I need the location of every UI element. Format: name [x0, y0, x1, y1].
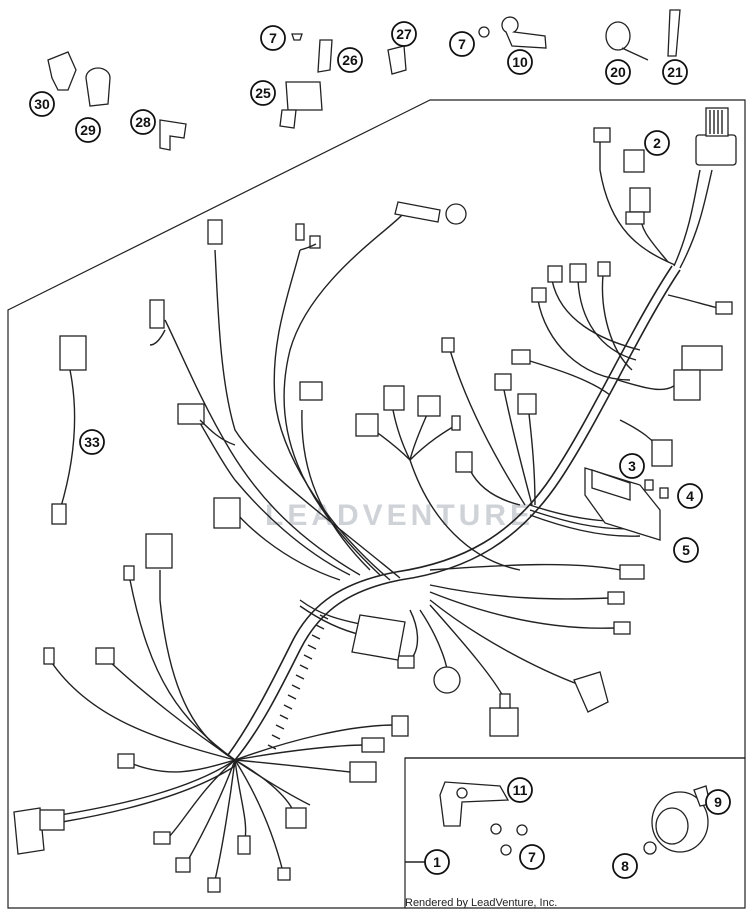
callout-27[interactable]: 27: [391, 21, 417, 47]
svg-text:29: 29: [80, 122, 96, 138]
loose-parts: [47, 9, 681, 151]
svg-text:26: 26: [342, 52, 358, 68]
callout-30[interactable]: 30: [29, 91, 55, 117]
svg-text:9: 9: [714, 794, 722, 810]
main-frame: [7, 99, 746, 909]
svg-text:28: 28: [135, 114, 151, 130]
inset-frame: [405, 757, 746, 909]
svg-text:7: 7: [528, 849, 536, 865]
svg-text:7: 7: [269, 30, 277, 46]
watermark-text: LEADVENTURE: [265, 499, 534, 532]
svg-text:27: 27: [396, 26, 412, 42]
svg-text:2: 2: [653, 135, 661, 151]
svg-text:4: 4: [686, 488, 694, 504]
callout-3[interactable]: 3: [619, 453, 645, 479]
wiring-harness: [13, 107, 737, 893]
svg-text:33: 33: [84, 434, 100, 450]
svg-text:25: 25: [255, 85, 271, 101]
svg-text:11: 11: [513, 782, 528, 798]
svg-text:10: 10: [512, 54, 528, 70]
callout-25[interactable]: 25: [250, 80, 276, 106]
callout-2[interactable]: 2: [644, 130, 670, 156]
callout-21[interactable]: 21: [662, 59, 688, 85]
svg-text:1: 1: [433, 854, 441, 870]
callout-7-top-center[interactable]: 7: [449, 31, 475, 57]
callout-4[interactable]: 4: [677, 483, 703, 509]
callout-26[interactable]: 26: [337, 47, 363, 73]
callout-1[interactable]: 1: [405, 849, 450, 875]
callout-33[interactable]: 33: [79, 429, 105, 455]
credit-text: Rendered by LeadVenture, Inc.: [405, 897, 557, 909]
svg-text:5: 5: [682, 542, 690, 558]
svg-text:30: 30: [34, 96, 50, 112]
inset-parts: [439, 781, 711, 856]
callout-8[interactable]: 8: [612, 853, 638, 879]
callout-20[interactable]: 20: [605, 59, 631, 85]
svg-text:3: 3: [628, 458, 636, 474]
callout-29[interactable]: 29: [75, 117, 101, 143]
callout-10[interactable]: 10: [507, 49, 533, 75]
svg-text:7: 7: [458, 36, 466, 52]
svg-text:21: 21: [667, 64, 683, 80]
callout-9[interactable]: 9: [705, 789, 731, 815]
callout-11[interactable]: 11: [507, 777, 533, 803]
svg-text:8: 8: [621, 858, 629, 874]
callout-7-inset[interactable]: 7: [519, 844, 545, 870]
callout-7-top-left[interactable]: 7: [260, 25, 286, 51]
svg-text:20: 20: [610, 64, 626, 80]
callout-28[interactable]: 28: [130, 109, 156, 135]
callout-5[interactable]: 5: [673, 537, 699, 563]
